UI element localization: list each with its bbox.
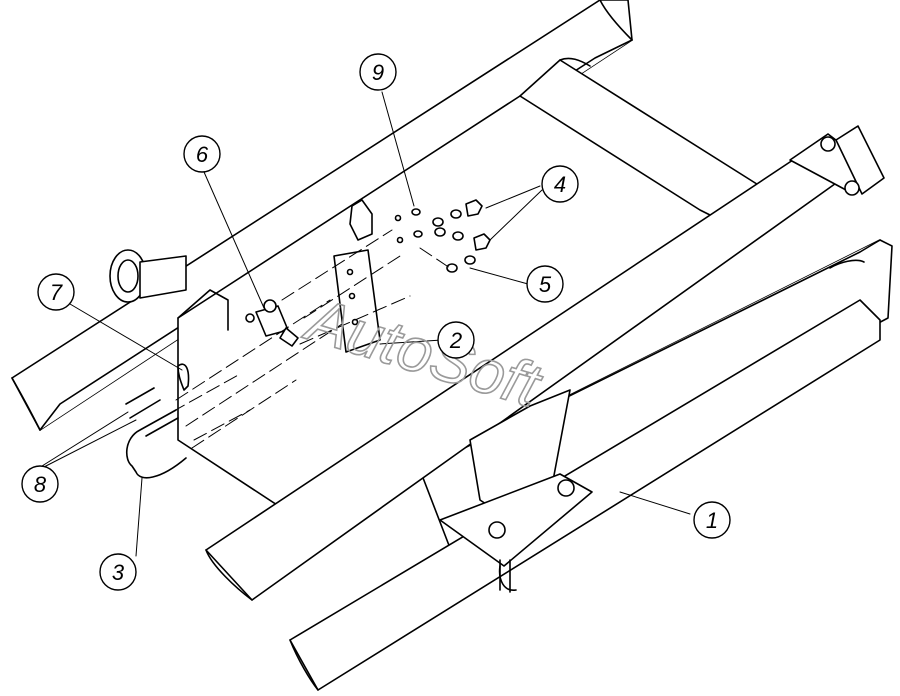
leader-lines bbox=[41, 91, 691, 557]
callout-7-label: 7 bbox=[50, 280, 63, 305]
support-bracket bbox=[439, 389, 593, 593]
assembly-lines bbox=[171, 229, 451, 449]
callout-6-label: 6 bbox=[196, 142, 209, 167]
callout-4-label: 4 bbox=[554, 172, 566, 197]
fasteners bbox=[394, 199, 491, 273]
cotter-pins bbox=[125, 387, 161, 419]
callout-3-label: 3 bbox=[112, 560, 125, 585]
callout-3: 3 bbox=[99, 553, 137, 591]
callout-4: 4 bbox=[541, 165, 579, 203]
callout-8-label: 8 bbox=[34, 472, 47, 497]
clip-bracket bbox=[177, 363, 190, 391]
u-bolt bbox=[125, 409, 187, 479]
callout-5-label: 5 bbox=[539, 272, 552, 297]
callout-8: 8 bbox=[21, 465, 59, 503]
callout-1-label: 1 bbox=[706, 508, 718, 533]
callout-7: 7 bbox=[37, 273, 75, 311]
upper-clamp bbox=[349, 199, 373, 241]
callout-6: 6 bbox=[183, 135, 221, 173]
cross-tube bbox=[205, 125, 885, 601]
valve-fitting bbox=[245, 299, 299, 347]
pulley-wheel bbox=[109, 249, 187, 303]
callout-5: 5 bbox=[526, 265, 564, 303]
callout-9-label: 9 bbox=[372, 60, 384, 85]
callout-9: 9 bbox=[359, 53, 397, 91]
callout-2-label: 2 bbox=[449, 328, 462, 353]
callout-2: 2 bbox=[437, 321, 475, 359]
callout-1: 1 bbox=[693, 501, 731, 539]
